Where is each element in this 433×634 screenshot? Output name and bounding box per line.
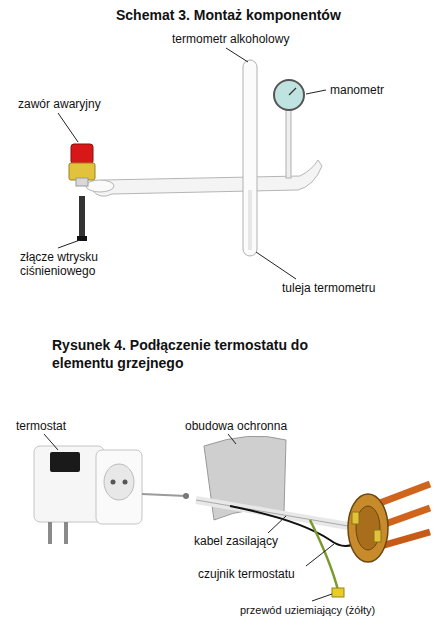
- figure-title: Schemat 3. Montaż komponentów: [116, 6, 341, 24]
- figure-heading: Rysunek 4. Podłączenie termostatu do ele…: [52, 336, 372, 372]
- leader-lines: [44, 434, 334, 601]
- emergency-valve: [69, 144, 95, 186]
- injection-connector: [77, 196, 87, 241]
- leader-lines: [58, 48, 326, 279]
- thermostat-probe: [142, 493, 189, 499]
- part-label: złącze wtrysku ciśnieniowego: [20, 250, 132, 278]
- part-label: obudowa ochronna: [185, 419, 287, 433]
- thermometer: [243, 60, 257, 256]
- thermostat-device: [34, 446, 142, 544]
- part-label: kabel zasilający: [194, 534, 278, 548]
- part-label: termometr alkoholowy: [172, 32, 289, 46]
- pressure-gauge: [274, 80, 304, 178]
- part-label: termostat: [16, 419, 66, 433]
- part-label: przewód uziemiający (żółty): [240, 603, 375, 617]
- part-label: tuleja termometru: [282, 281, 375, 295]
- heating-element: [348, 484, 430, 562]
- part-label: zawór awaryjny: [18, 97, 101, 111]
- cables: [196, 500, 360, 597]
- part-label: manometr: [330, 83, 384, 97]
- part-label: czujnik termostatu: [198, 567, 295, 581]
